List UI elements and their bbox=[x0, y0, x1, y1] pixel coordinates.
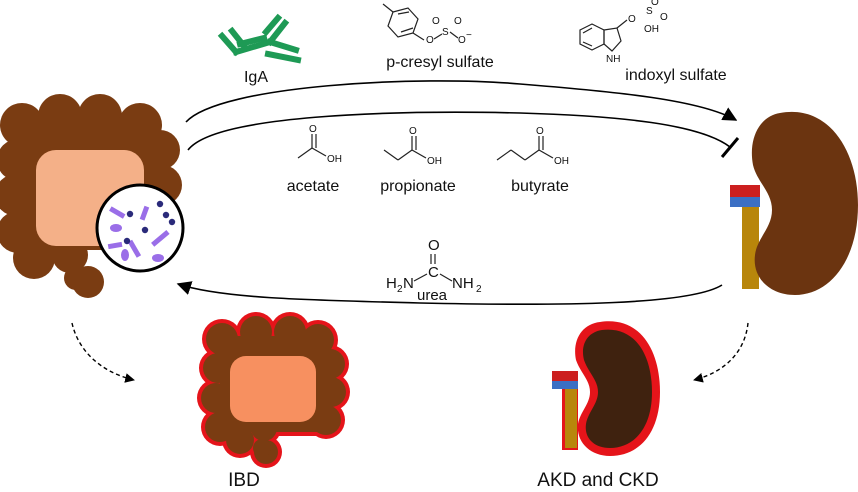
colon-to-ibd-arrow bbox=[71, 322, 135, 383]
p-cresyl-sulfate-label: p-cresyl sulfate bbox=[386, 54, 494, 71]
acetate-oxygen: O bbox=[309, 124, 317, 135]
indoxyl-oxygen: O bbox=[628, 14, 636, 25]
indoxyl-sulfur: S bbox=[646, 6, 653, 17]
pcs-oxo-left: O bbox=[432, 16, 440, 27]
urea-nh2-sub: 2 bbox=[476, 284, 482, 295]
pcs-charge: − bbox=[466, 30, 472, 41]
butyrate-structure: O OH bbox=[496, 126, 569, 167]
urea-nh2: NH bbox=[452, 275, 474, 292]
indoxyl-oxo-right: O bbox=[660, 12, 668, 23]
propionate-structure: O OH bbox=[383, 126, 442, 167]
gut-to-kidney-arrow bbox=[185, 80, 738, 123]
microbiota-lens bbox=[95, 183, 185, 273]
kidney-to-akd-arrow bbox=[693, 322, 749, 383]
kidney-to-gut-arrow bbox=[176, 281, 723, 306]
inhibition-bar bbox=[720, 137, 740, 158]
indoxyl-nh: NH bbox=[606, 54, 620, 65]
scfa-inhibition-line bbox=[187, 111, 731, 151]
ibd-colon bbox=[197, 312, 350, 468]
iga-antibody-icon bbox=[217, 13, 302, 64]
indoxyl-sulfate-structure: NH O S O O OH bbox=[579, 0, 668, 65]
butyrate-oxygen: O bbox=[536, 126, 544, 137]
pcs-oxygen: O bbox=[426, 35, 434, 46]
healthy-kidney bbox=[730, 111, 858, 296]
pcs-oxide: O bbox=[458, 35, 466, 46]
propionate-oh: OH bbox=[427, 156, 442, 167]
urea-carbon: C bbox=[428, 264, 439, 281]
pcs-oxo-right: O bbox=[454, 16, 462, 27]
propionate-label: propionate bbox=[380, 178, 456, 195]
urea-h2n-n: N bbox=[403, 275, 414, 292]
pcs-sulfur: S bbox=[442, 27, 449, 38]
butyrate-label: butyrate bbox=[511, 178, 569, 195]
indoxyl-sulfate-label: indoxyl sulfate bbox=[625, 67, 726, 84]
urea-label: urea bbox=[417, 287, 448, 304]
acetate-label: acetate bbox=[287, 178, 340, 195]
akd-ckd-label: AKD and CKD bbox=[537, 470, 658, 491]
akd-ckd-kidney bbox=[552, 321, 660, 456]
urea-h2n-sub: 2 bbox=[397, 284, 403, 295]
acetate-structure: O OH bbox=[297, 124, 342, 165]
p-cresyl-sulfate-structure: O S O O O − bbox=[382, 3, 472, 46]
propionate-oxygen: O bbox=[409, 126, 417, 137]
urea-structure: O C H 2 N NH 2 bbox=[386, 237, 482, 295]
acetate-oh: OH bbox=[327, 154, 342, 165]
butyrate-oh: OH bbox=[554, 156, 569, 167]
urea-oxygen: O bbox=[428, 237, 440, 254]
urea-h2n-h: H bbox=[386, 275, 397, 292]
ibd-label: IBD bbox=[228, 470, 260, 491]
indoxyl-hydroxyl: OH bbox=[644, 24, 659, 35]
iga-label: IgA bbox=[244, 69, 268, 86]
indoxyl-oxo-top: O bbox=[651, 0, 659, 8]
